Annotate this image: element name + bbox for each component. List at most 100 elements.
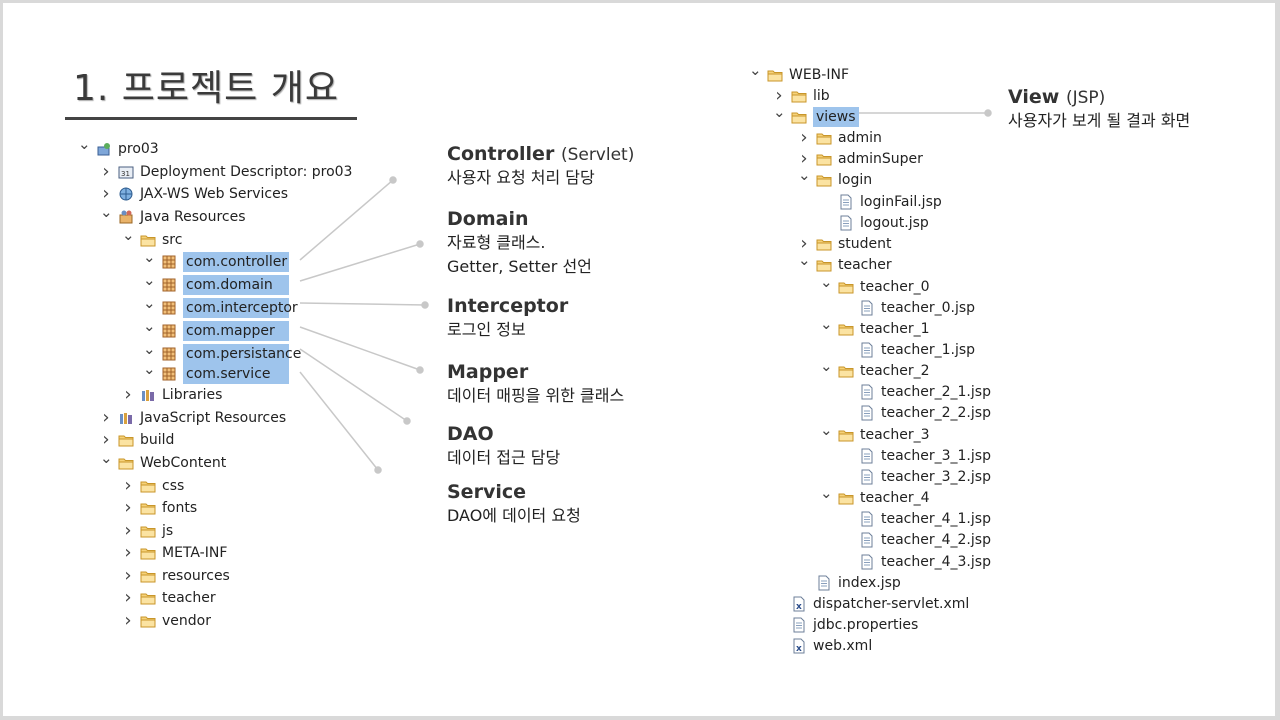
note-description: 데이터 접근 담당 xyxy=(447,448,561,467)
ws-icon xyxy=(118,186,134,202)
chevron-right-icon[interactable]: › xyxy=(102,429,110,450)
folder-icon xyxy=(140,523,156,539)
tree-item-label: src xyxy=(162,232,183,248)
tree-item-label: loginFail.jsp xyxy=(860,194,942,210)
chevron-right-icon[interactable]: › xyxy=(102,161,110,182)
note-title: Controller xyxy=(447,143,555,165)
svg-text:31: 31 xyxy=(121,170,130,178)
chevron-down-icon[interactable]: ⌄ xyxy=(78,135,91,153)
folder-icon xyxy=(767,67,783,83)
annotation-note: Controller (Servlet)사용자 요청 처리 담당 xyxy=(447,143,634,189)
xml-icon: x xyxy=(791,596,807,612)
slide-title: 1. 프로젝트 개요 xyxy=(73,68,339,109)
chevron-down-icon[interactable]: ⌄ xyxy=(122,226,135,244)
tree-item-label: Java Resources xyxy=(140,209,246,225)
note-description: 사용자가 보게 될 결과 화면 xyxy=(1008,111,1191,130)
tree-item-label: com.domain xyxy=(183,275,289,295)
chevron-right-icon[interactable]: › xyxy=(800,233,808,254)
chevron-down-icon[interactable]: ⌄ xyxy=(820,484,833,502)
tree-item-label: teacher_3_2.jsp xyxy=(881,469,991,485)
tree-item-label: com.service xyxy=(183,364,289,384)
package-icon xyxy=(161,254,177,270)
chevron-down-icon[interactable]: ⌄ xyxy=(143,271,156,289)
note-title: Mapper xyxy=(447,361,529,383)
annotation-note: View (JSP) 사용자가 보게 될 결과 화면 xyxy=(1008,86,1190,132)
chevron-right-icon[interactable]: › xyxy=(102,183,110,204)
tree-item-label: JAX-WS Web Services xyxy=(140,186,289,202)
tree-item-label: teacher_3_1.jsp xyxy=(881,448,991,464)
note-heading: Domain xyxy=(447,208,592,230)
file-icon xyxy=(859,342,875,358)
note-suffix: (Servlet) xyxy=(560,145,635,165)
folder-icon xyxy=(118,455,134,471)
tree-item-label: pro03 xyxy=(118,141,159,157)
file-icon xyxy=(791,617,807,633)
note-suffix: (JSP) xyxy=(1065,88,1106,108)
chevron-down-icon[interactable]: ⌄ xyxy=(143,360,156,378)
chevron-right-icon[interactable]: › xyxy=(775,85,783,106)
file-icon xyxy=(859,532,875,548)
chevron-right-icon[interactable]: › xyxy=(124,542,132,563)
chevron-down-icon[interactable]: ⌄ xyxy=(820,421,833,439)
chevron-down-icon[interactable]: ⌄ xyxy=(100,449,113,467)
folder-icon xyxy=(838,490,854,506)
chevron-right-icon[interactable]: › xyxy=(124,384,132,405)
tree-item-label: dispatcher-servlet.xml xyxy=(813,596,970,612)
tree-item-label: META-INF xyxy=(162,545,228,561)
package-icon xyxy=(161,346,177,362)
tree-item-label: adminSuper xyxy=(838,151,923,167)
folder-icon xyxy=(140,568,156,584)
tree-item-label: build xyxy=(140,432,175,448)
chevron-right-icon[interactable]: › xyxy=(102,407,110,428)
note-description: DAO에 데이터 요청 xyxy=(447,506,581,525)
chevron-right-icon[interactable]: › xyxy=(124,497,132,518)
chevron-down-icon[interactable]: ⌄ xyxy=(143,340,156,358)
note-heading: Mapper xyxy=(447,361,624,383)
chevron-down-icon[interactable]: ⌄ xyxy=(820,273,833,291)
folder-icon xyxy=(838,321,854,337)
folder-icon xyxy=(140,478,156,494)
library-icon xyxy=(140,387,156,403)
file-icon xyxy=(859,405,875,421)
chevron-down-icon[interactable]: ⌄ xyxy=(143,294,156,312)
javares-icon xyxy=(118,209,134,225)
chevron-down-icon[interactable]: ⌄ xyxy=(749,61,762,79)
chevron-right-icon[interactable]: › xyxy=(124,565,132,586)
note-title: View xyxy=(1008,86,1060,108)
chevron-right-icon[interactable]: › xyxy=(124,475,132,496)
chevron-down-icon[interactable]: ⌄ xyxy=(820,357,833,375)
folder-icon xyxy=(816,236,832,252)
folder-icon xyxy=(816,172,832,188)
file-icon xyxy=(838,194,854,210)
tree-item-label: teacher_2_1.jsp xyxy=(881,384,991,400)
chevron-right-icon[interactable]: › xyxy=(124,587,132,608)
chevron-down-icon[interactable]: ⌄ xyxy=(143,248,156,266)
chevron-down-icon[interactable]: ⌄ xyxy=(773,103,786,121)
tree-item-label: resources xyxy=(162,568,230,584)
folder-icon xyxy=(838,363,854,379)
chevron-down-icon[interactable]: ⌄ xyxy=(100,203,113,221)
chevron-right-icon[interactable]: › xyxy=(124,520,132,541)
chevron-right-icon[interactable]: › xyxy=(800,127,808,148)
package-icon xyxy=(161,277,177,293)
folder-icon xyxy=(140,500,156,516)
note-heading: Interceptor xyxy=(447,295,568,317)
tree-item-label: teacher_1 xyxy=(860,321,930,337)
tree-item-label: com.mapper xyxy=(183,321,289,341)
chevron-right-icon[interactable]: › xyxy=(124,610,132,631)
chevron-right-icon[interactable]: › xyxy=(800,148,808,169)
tree-item-label: teacher_4 xyxy=(860,490,930,506)
folder-icon xyxy=(816,151,832,167)
tree-item-label: WEB-INF xyxy=(789,67,849,83)
tree-item-label: index.jsp xyxy=(838,575,901,591)
chevron-down-icon[interactable]: ⌄ xyxy=(798,166,811,184)
folder-icon xyxy=(816,130,832,146)
chevron-down-icon[interactable]: ⌄ xyxy=(820,315,833,333)
tree-item-label: teacher xyxy=(838,257,892,273)
chevron-down-icon[interactable]: ⌄ xyxy=(143,317,156,335)
tree-item-label: teacher_0.jsp xyxy=(881,300,976,316)
dd-icon: 31 xyxy=(118,164,134,180)
chevron-down-icon[interactable]: ⌄ xyxy=(798,251,811,269)
folder-icon xyxy=(140,545,156,561)
